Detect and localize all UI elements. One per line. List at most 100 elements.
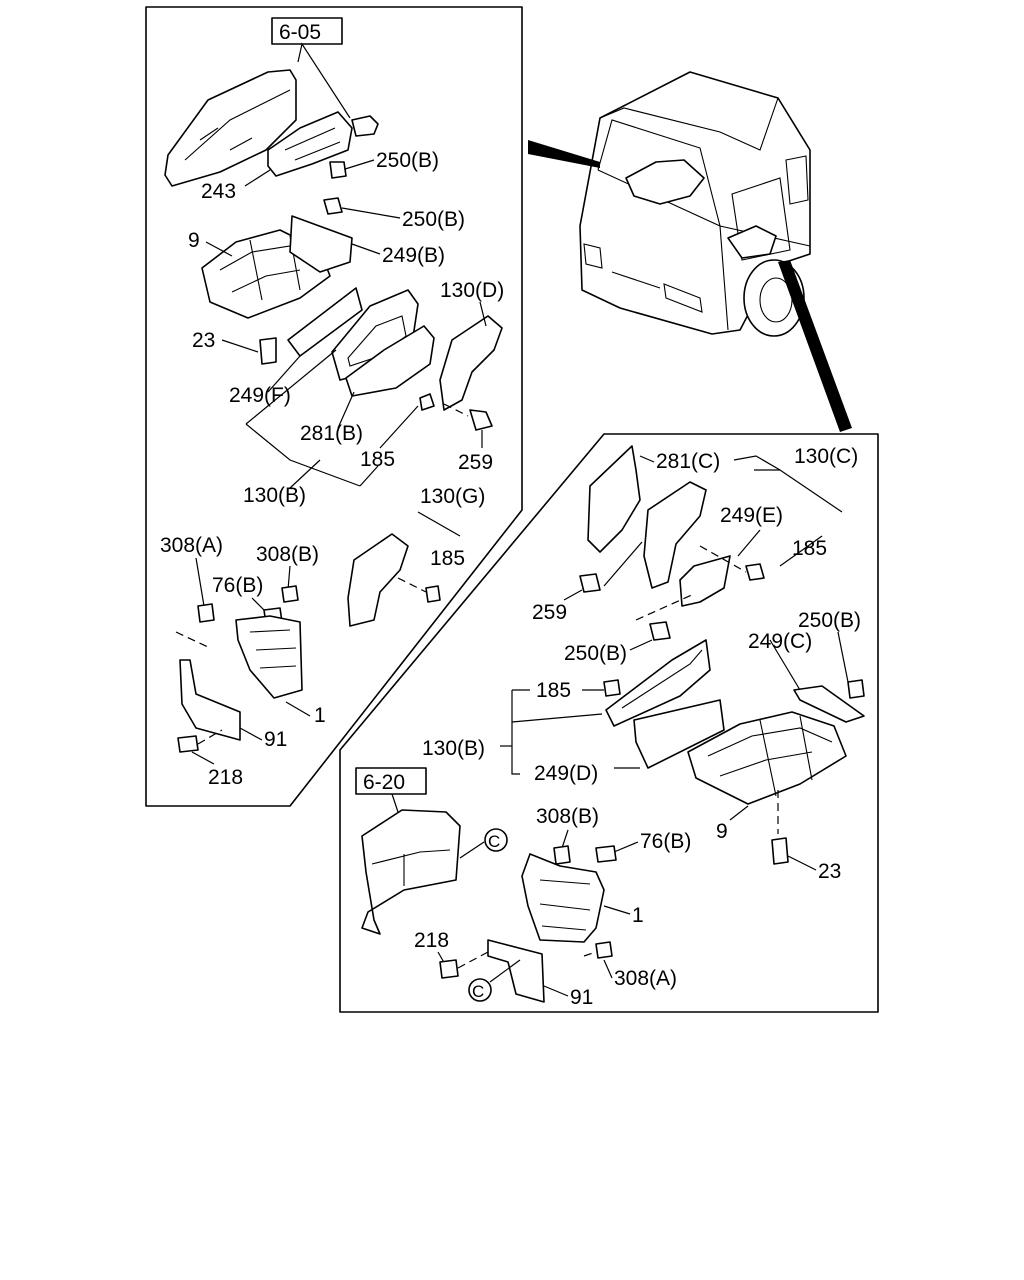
label-259-right: 259	[532, 601, 567, 624]
bolt-250b-right-b	[847, 679, 865, 699]
label-76b-left: 76(B)	[212, 574, 263, 597]
circle-c-top-label: C	[488, 832, 500, 851]
label-185-130c: 185	[792, 537, 827, 560]
bolt-185-130g	[425, 585, 441, 603]
label-250b-top: 250(B)	[376, 149, 439, 172]
left-panel: 6-05 250(B) 243 250(B) 9 249(B) 130(D)	[145, 6, 523, 807]
part-249d	[633, 699, 725, 769]
bolt-250b-top	[329, 161, 347, 179]
bolt-185-130c	[745, 563, 765, 581]
ref-label-6-20: 6-20	[363, 771, 405, 794]
label-249b: 249(B)	[382, 244, 445, 267]
label-281c: 281(C)	[656, 450, 720, 473]
label-23-left: 23	[192, 329, 215, 352]
truck-cab-illustration	[528, 71, 852, 432]
circle-c-bottom	[468, 978, 492, 1002]
ref-leader-6-05	[297, 42, 351, 119]
cab-hood-cover	[625, 159, 705, 205]
part-1-right	[521, 853, 605, 943]
bolt-218-left	[177, 735, 199, 753]
label-91-left: 91	[264, 728, 287, 751]
bolt-308b-left	[281, 585, 299, 603]
callout-wedge-top	[528, 140, 600, 168]
bolt-308a-right	[595, 941, 613, 959]
part-249b	[289, 215, 353, 273]
label-185-left: 185	[360, 448, 395, 471]
bolt-250b-right-left	[649, 621, 671, 641]
group-leader-130b-left	[245, 423, 361, 487]
part-130d	[439, 315, 503, 411]
label-218-right: 218	[414, 929, 449, 952]
label-91-right: 91	[570, 986, 593, 1009]
right-panel-frame	[339, 433, 879, 1013]
part-9-right	[687, 711, 847, 805]
label-249c: 249(C)	[748, 630, 812, 653]
label-9-right: 9	[716, 820, 728, 843]
part-130g	[347, 533, 409, 627]
part-130c	[643, 481, 707, 589]
label-249f: 249(F)	[229, 384, 291, 407]
label-185-130g: 185	[430, 547, 465, 570]
bolt-308b-right	[553, 845, 571, 865]
bolt-76b-right	[595, 845, 617, 863]
part-249e	[679, 555, 731, 607]
group-bracket-130b-right	[511, 690, 520, 775]
part-bracket-243	[267, 111, 353, 177]
label-23-right: 23	[818, 860, 841, 883]
label-130c: 130(C)	[794, 445, 858, 468]
part-1-left	[235, 615, 303, 699]
label-1-left: 1	[314, 704, 326, 727]
label-308b-left: 308(B)	[256, 543, 319, 566]
label-250b-right-a: 250(B)	[564, 642, 627, 665]
part-91-right	[487, 939, 545, 1003]
ref-box-6-05	[271, 17, 343, 45]
label-308a-right: 308(A)	[614, 967, 677, 990]
circle-c-bottom-label: C	[472, 982, 484, 1001]
bolt-23-right	[771, 837, 789, 865]
label-308b-right: 308(B)	[536, 805, 599, 828]
label-243: 243	[201, 180, 236, 203]
label-1-right: 1	[632, 904, 644, 927]
right-panel: 281(C) 130(C) 249(E) 185 259 250(B) 249(…	[339, 433, 879, 1013]
bolt-259-left	[469, 409, 493, 431]
bolt-23-left	[259, 337, 277, 365]
label-76b-right: 76(B)	[640, 830, 691, 853]
label-250b-mid: 250(B)	[402, 208, 465, 231]
part-249f	[287, 287, 363, 357]
part-91-left	[179, 659, 241, 741]
cab-side-cover	[727, 225, 777, 259]
part-243	[164, 69, 297, 187]
label-249d: 249(D)	[534, 762, 598, 785]
callout-wedge-bottom	[778, 260, 852, 432]
bolt-308a-left	[197, 603, 215, 623]
label-281b: 281(B)	[300, 422, 363, 445]
label-130g: 130(G)	[420, 485, 485, 508]
label-130b-right: 130(B)	[422, 737, 485, 760]
part-130b-left	[345, 325, 435, 397]
bolt-218-right	[439, 959, 459, 979]
bolt-185-right	[603, 679, 621, 697]
label-9-left: 9	[188, 229, 200, 252]
part-281c	[587, 445, 641, 553]
left-panel-frame	[145, 6, 523, 807]
bolt-259-right	[579, 573, 601, 593]
ref-label-6-05: 6-05	[279, 21, 321, 44]
label-249e: 249(E)	[720, 504, 783, 527]
label-130d-left: 130(D)	[440, 279, 504, 302]
ref-box-6-20	[355, 767, 427, 795]
label-185-right: 185	[536, 679, 571, 702]
label-308a-left: 308(A)	[160, 534, 223, 557]
label-218-left: 218	[208, 766, 243, 789]
circle-c-top	[484, 828, 508, 852]
label-130b-left: 130(B)	[243, 484, 306, 507]
label-259-left: 259	[458, 451, 493, 474]
group-leader-130c	[733, 455, 843, 513]
bolt-top-6-05	[351, 115, 379, 137]
part-6-20-cover	[361, 809, 461, 935]
bolt-185-left	[419, 393, 435, 411]
label-250b-right-b: 250(B)	[798, 609, 861, 632]
bolt-250b-mid	[323, 197, 343, 215]
part-130b-right	[605, 639, 711, 727]
part-249c	[793, 685, 865, 723]
